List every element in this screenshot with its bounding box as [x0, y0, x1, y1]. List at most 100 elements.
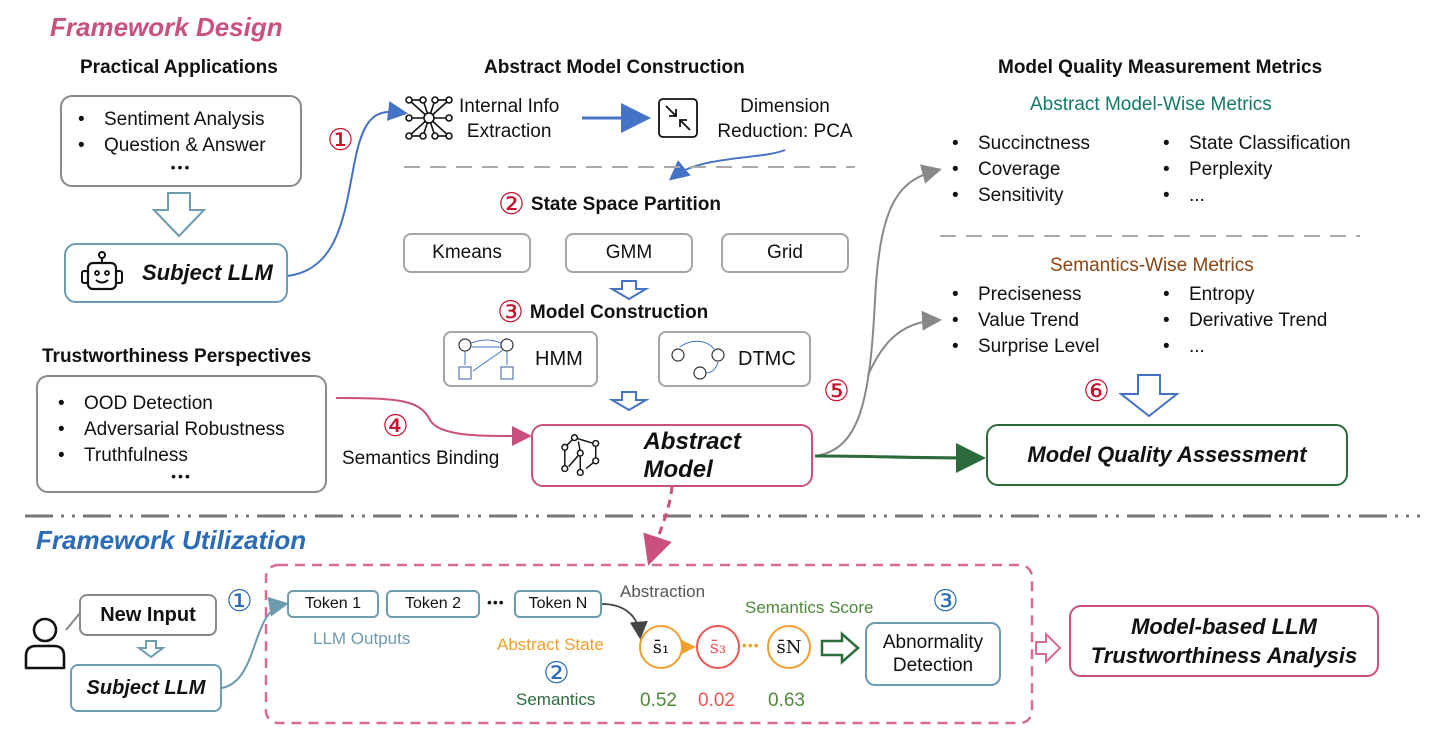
- metric-item: Sensitivity: [952, 183, 1090, 209]
- new-input-label: New Input: [100, 603, 196, 626]
- hmm-diagram-icon: [458, 338, 514, 380]
- metric-item: Perplexity: [1163, 157, 1351, 183]
- metric-item: Surprise Level: [952, 334, 1099, 360]
- state-ellipsis: •••: [742, 637, 760, 653]
- dimension-line-2: Reduction: PCA: [717, 121, 853, 142]
- partition-kmeans[interactable]: Kmeans: [403, 233, 531, 273]
- arrow-model-to-assessment: [814, 442, 986, 473]
- final-output-line-1: Model-based LLM: [1131, 614, 1317, 639]
- semantics-wise-metrics-col1: Preciseness Value Trend Surprise Level: [952, 282, 1099, 360]
- util-step-2-marker: ②: [543, 657, 570, 690]
- score-s3: 0.02: [698, 690, 735, 711]
- user-icon: [24, 617, 66, 670]
- metric-item: State Classification: [1163, 131, 1351, 157]
- metric-item: Entropy: [1163, 282, 1327, 308]
- model-types-to-abstract-arrow: [608, 391, 650, 412]
- metric-item: ...: [1163, 334, 1327, 360]
- state-s1[interactable]: s̄₁: [639, 625, 683, 669]
- abnormality-detection-box[interactable]: Abnormality Detection: [865, 622, 1001, 686]
- metrics-to-assessment-arrow: [1118, 374, 1180, 418]
- list-item: Sentiment Analysis: [78, 107, 300, 133]
- internal-info-line-2: Extraction: [466, 121, 552, 142]
- model-construction-label: Model Construction: [529, 302, 709, 323]
- metric-item: Derivative Trend: [1163, 308, 1327, 334]
- ellipsis: •••: [171, 468, 192, 484]
- metrics-heading: Model Quality Measurement Metrics: [998, 57, 1323, 78]
- speech-tail: [65, 612, 81, 631]
- arrow-model-to-utilization: [643, 485, 674, 566]
- semantics-score-label: Semantics Score: [745, 598, 874, 617]
- list-item: Adversarial Robustness: [58, 417, 325, 443]
- arrow-token-to-state: [601, 603, 648, 640]
- dtmc-diagram-icon: [671, 340, 725, 380]
- trustworthiness-heading: Trustworthiness Perspectives: [42, 346, 312, 367]
- dimension-reduction-label: Dimension Reduction: PCA: [710, 94, 860, 144]
- arrow-model-to-abstract-metrics: [814, 164, 942, 457]
- input-to-llm-arrow: [136, 640, 166, 659]
- token-2[interactable]: Token 2: [386, 590, 480, 618]
- abnormality-line-2: Detection: [892, 655, 974, 676]
- score-sn: 0.63: [768, 690, 805, 711]
- model-quality-assessment-label: Model Quality Assessment: [1027, 442, 1307, 467]
- model-quality-assessment-box[interactable]: Model Quality Assessment: [986, 424, 1348, 486]
- token-n[interactable]: Token N: [514, 590, 602, 618]
- dtmc-label: DTMC: [738, 347, 796, 370]
- partition-gmm[interactable]: GMM: [565, 233, 693, 273]
- model-construction-heading: ③ Model Construction: [497, 298, 708, 328]
- partition-grid[interactable]: Grid: [721, 233, 849, 273]
- score-s1: 0.52: [640, 690, 677, 711]
- abnormality-line-1: Abnormality: [882, 632, 984, 653]
- semantics-to-detection-arrow: [820, 631, 860, 665]
- state-space-partition-heading: ② State Space Partition: [498, 190, 721, 220]
- abstract-state-label: Abstract State: [497, 635, 604, 654]
- llm-outputs-label: LLM Outputs: [313, 629, 411, 648]
- ellipsis: •••: [170, 159, 192, 175]
- token-1[interactable]: Token 1: [287, 590, 379, 618]
- subject-llm-box[interactable]: Subject LLM: [64, 243, 288, 303]
- semantics-wise-metrics-title: Semantics-Wise Metrics: [1050, 255, 1254, 276]
- abstract-wise-metrics-col2: State Classification Perplexity ...: [1163, 131, 1351, 209]
- abstract-model-box[interactable]: Abstract Model: [531, 424, 813, 487]
- metric-item: Value Trend: [952, 308, 1099, 334]
- state-sn[interactable]: s̄N: [767, 625, 811, 669]
- step-4-marker: ④: [382, 410, 409, 443]
- practical-applications-list: Sentiment Analysis Question & Answer: [78, 107, 300, 159]
- step-6-marker: ⑥: [1083, 375, 1110, 408]
- trustworthiness-list: OOD Detection Adversarial Robustness Tru…: [58, 391, 325, 469]
- final-output-box[interactable]: Model-based LLM Trustworthiness Analysis: [1069, 605, 1379, 677]
- abstract-model-construction-heading: Abstract Model Construction: [484, 57, 745, 78]
- apps-to-llm-arrow: [151, 192, 207, 238]
- framework-design-title: Framework Design: [50, 12, 283, 42]
- arrow-pca-to-partition: [668, 149, 786, 181]
- step-3-marker: ③: [497, 296, 524, 329]
- internal-info-line-1: Internal Info: [459, 96, 560, 117]
- arrow-trust-to-model: [335, 397, 532, 447]
- state-space-partition-label: State Space Partition: [530, 194, 721, 215]
- framework-utilization-title: Framework Utilization: [36, 525, 307, 555]
- step-1-marker: ①: [327, 124, 354, 157]
- model-type-dtmc[interactable]: DTMC: [658, 331, 811, 387]
- step-5-marker: ⑤: [823, 375, 850, 408]
- trustworthiness-box: OOD Detection Adversarial Robustness Tru…: [36, 375, 327, 493]
- new-input-box[interactable]: New Input: [79, 594, 217, 636]
- subject-llm-label: Subject LLM: [142, 260, 273, 285]
- graph-model-icon: [561, 433, 600, 476]
- model-type-hmm[interactable]: HMM: [443, 331, 598, 387]
- metric-item: ...: [1163, 183, 1351, 209]
- robot-icon: [81, 251, 123, 291]
- partition-to-model-arrow: [608, 280, 650, 301]
- metric-item: Succinctness: [952, 131, 1090, 157]
- detection-to-output-arrow: [1035, 631, 1062, 665]
- abstract-wise-metrics-col1: Succinctness Coverage Sensitivity: [952, 131, 1090, 209]
- state-s3[interactable]: s̄₃: [696, 625, 740, 669]
- list-item: Question & Answer: [78, 133, 300, 159]
- final-output-line-2: Trustworthiness Analysis: [1090, 643, 1358, 668]
- util-subject-llm-box[interactable]: Subject LLM: [70, 664, 222, 712]
- step-2-marker: ②: [498, 188, 525, 221]
- practical-applications-heading: Practical Applications: [80, 57, 278, 78]
- semantics-binding-label: Semantics Binding: [342, 448, 500, 469]
- hmm-label: HMM: [535, 347, 583, 370]
- util-step-1-marker: ①: [226, 585, 253, 618]
- compress-icon: [658, 98, 698, 138]
- abstraction-label: Abstraction: [620, 582, 706, 601]
